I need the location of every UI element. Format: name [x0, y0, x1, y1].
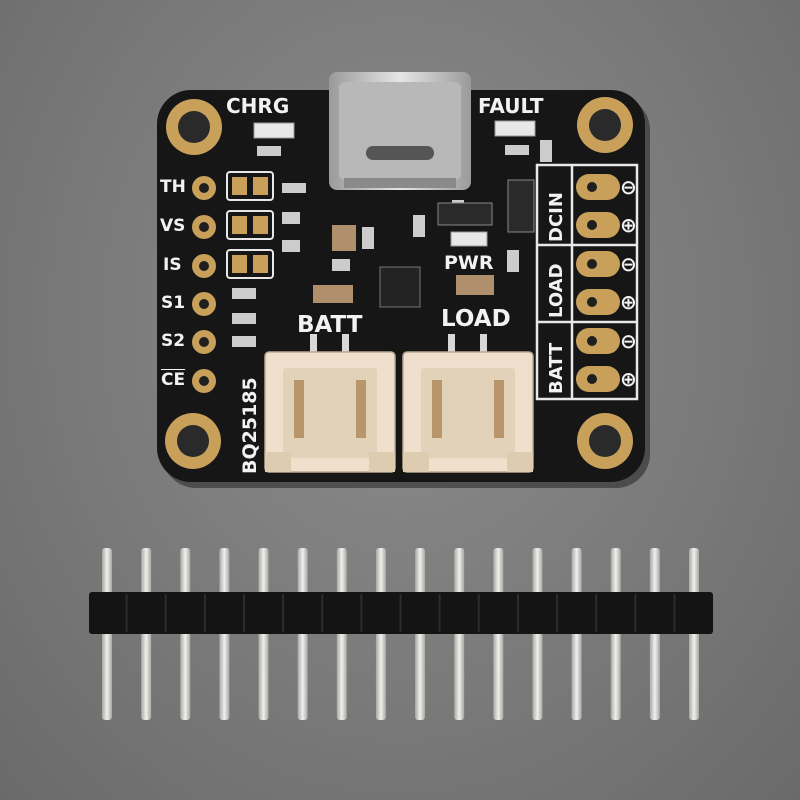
capacitor	[313, 285, 353, 303]
dcin-group-label: DCIN	[546, 192, 567, 242]
chip-name-label: BQ25185	[239, 377, 261, 474]
jst-connector-load	[402, 351, 534, 473]
header-dividers	[125, 594, 676, 632]
load-plus-symbol: ⊕	[620, 290, 637, 314]
inductor	[507, 179, 535, 233]
pcb-board: CHRG FAULT PWR	[157, 72, 650, 488]
fault-led	[494, 120, 536, 137]
batt-plus-symbol: ⊕	[620, 367, 637, 391]
load-connector-label: LOAD	[441, 306, 511, 332]
mounting-hole-top-left	[166, 99, 222, 155]
chrg-led	[253, 122, 295, 139]
charger-ic	[379, 266, 421, 308]
batt-minus-symbol: ⊖	[620, 329, 637, 353]
pwr-led-label: PWR	[444, 252, 494, 274]
jst-connector-batt	[264, 351, 396, 473]
pin-label-s2: S2	[161, 331, 186, 351]
dcin-plus-symbol: ⊕	[620, 213, 637, 237]
usb-c-connector	[329, 72, 471, 190]
pin-label-th: TH	[160, 177, 186, 197]
capacitor	[332, 225, 356, 251]
terminal-block-outline	[535, 163, 639, 401]
diode	[437, 202, 493, 226]
pin-label-ce: CE	[161, 370, 186, 390]
batt-connector-label: BATT	[297, 312, 363, 338]
capacitor	[456, 275, 494, 295]
header-strip	[89, 548, 713, 720]
solder-jumpers	[226, 171, 274, 279]
pin-label-is: IS	[163, 255, 182, 275]
mounting-hole-bottom-right	[577, 413, 633, 469]
load-minus-symbol: ⊖	[620, 252, 637, 276]
chrg-led-label: CHRG	[226, 94, 289, 118]
pin-label-s1: S1	[161, 293, 186, 313]
load-group-label: LOAD	[546, 263, 567, 318]
right-pad-column	[576, 174, 620, 392]
dcin-minus-symbol: ⊖	[620, 175, 637, 199]
mounting-hole-top-right	[577, 97, 633, 153]
fault-led-label: FAULT	[478, 94, 544, 118]
pin-label-vs: VS	[160, 216, 186, 236]
pwr-led	[450, 231, 488, 247]
batt-group-label: BATT	[546, 342, 567, 394]
mounting-hole-bottom-left	[165, 413, 221, 469]
jst-pins	[310, 334, 487, 356]
